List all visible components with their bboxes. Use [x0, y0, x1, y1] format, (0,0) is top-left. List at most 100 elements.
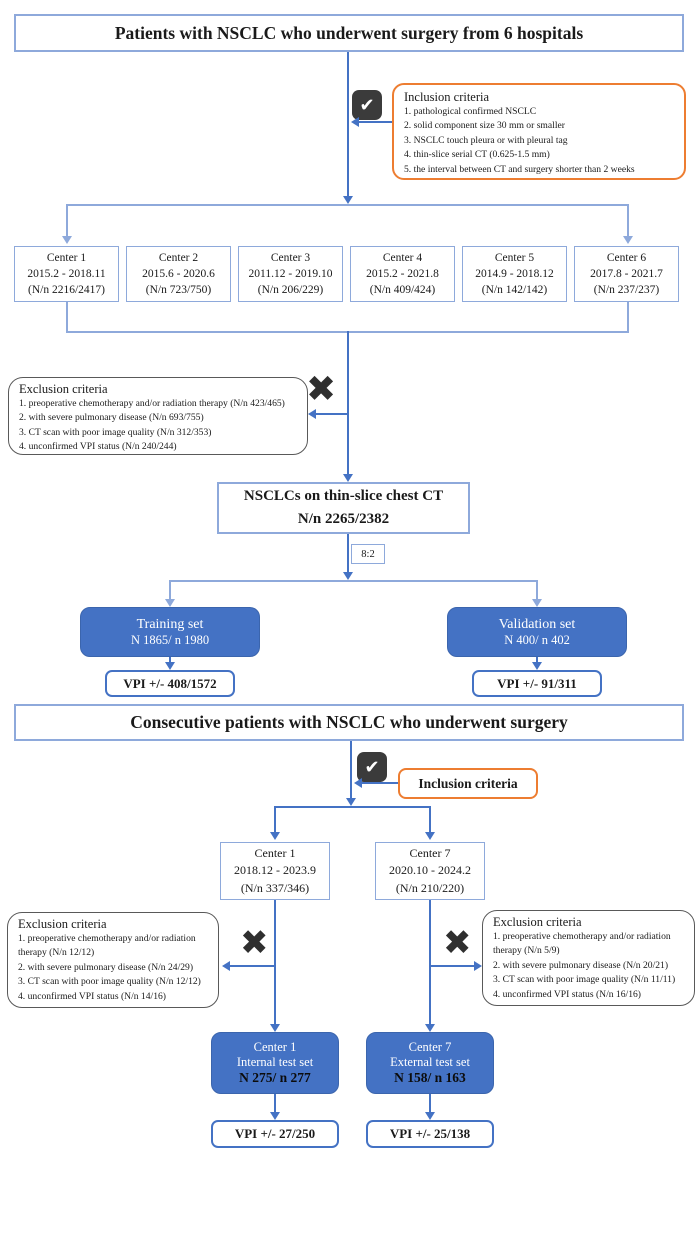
connector-exclusion1 [316, 413, 348, 415]
center-period: 2020.10 - 2024.2 [389, 863, 471, 878]
center-name: Center 2 [158, 251, 199, 264]
arrowhead-inclusion2 [354, 778, 362, 788]
connector-spine1-mid [347, 331, 349, 474]
exclusion1-item: 4. unconfirmed VPI status (N/n 240/244) [19, 441, 177, 453]
exclusion-left-item: 2. with severe pulmonary disease (N/n 24… [18, 961, 194, 973]
center-period: 2011.12 - 2019.10 [248, 267, 333, 280]
center-period: 2015.2 - 2018.11 [27, 267, 106, 280]
exclusion-criteria-box-right: Exclusion criteria 1. preoperative chemo… [482, 910, 695, 1006]
connector-validation-vpi [536, 657, 538, 663]
arrowhead-center6 [623, 236, 633, 244]
connector-drop-center6 [627, 204, 629, 236]
center-7-box-s2: Center 7 2020.10 - 2024.2 (N/n 210/220) [375, 842, 485, 900]
exclusion-right-item: 4. unconfirmed VPI status (N/n 16/16) [493, 988, 641, 1000]
check-glyph: ✔ [359, 94, 375, 116]
connector-drop-center1 [66, 204, 68, 236]
center-period: 2018.12 - 2023.9 [234, 863, 316, 878]
connector-col-right [429, 900, 431, 1024]
internal-line2: Internal test set [236, 1055, 314, 1069]
cross-icon-left: ✖ [240, 926, 269, 960]
exclusion-right-item: 3. CT scan with poor image quality (N/n … [493, 974, 676, 986]
check-glyph: ✔ [364, 756, 380, 778]
inclusion-criteria-box-2: Inclusion criteria [398, 768, 538, 799]
arrowhead-internal [270, 1024, 280, 1032]
inclusion1-item: 5. the interval between CT and surgery s… [404, 163, 635, 175]
connector-train-val-split [169, 580, 537, 582]
check-icon-2: ✔ [357, 752, 387, 782]
center-3-box: Center 3 2011.12 - 2019.10 (N/n 206/229) [238, 246, 343, 302]
internal-test-set-box: Center 1 Internal test set N 275/ n 277 [211, 1032, 339, 1094]
connector-spine1-bottom [347, 534, 349, 572]
center-counts: (N/n 409/424) [369, 284, 436, 297]
internal-line3: N 275/ n 277 [239, 1070, 311, 1085]
arrowhead-spine2-junction [346, 798, 356, 806]
internal-vpi-text: VPI +/- 27/250 [234, 1126, 316, 1141]
nsclc-line2: N/n 2265/2382 [297, 511, 390, 527]
split-ratio-box: 8:2 [351, 544, 385, 564]
inclusion1-item: 2. solid component size 30 mm or smaller [404, 120, 565, 132]
connector-exclusion-right [430, 965, 474, 967]
center-1-box-s2: Center 1 2018.12 - 2023.9 (N/n 337/346) [220, 842, 330, 900]
connector-drop-training [169, 580, 171, 599]
center-counts: (N/n 337/346) [240, 880, 310, 895]
validation-vpi-text: VPI +/- 91/311 [497, 675, 577, 691]
arrowhead-nsclc [343, 474, 353, 482]
arrowhead-internal-vpi [270, 1112, 280, 1120]
training-vpi-box: VPI +/- 408/1572 [105, 670, 235, 697]
arrowhead-exclusion-left [222, 961, 230, 971]
section1-title: Patients with NSCLC who underwent surger… [14, 14, 684, 52]
training-title: Training set [136, 616, 204, 632]
center-name: Center 3 [270, 251, 311, 264]
inclusion1-title: Inclusion criteria [404, 90, 490, 104]
exclusion-left-item: 1. preoperative chemotherapy and/or radi… [18, 933, 196, 959]
center-counts: (N/n 2216/2417) [28, 284, 105, 297]
validation-vpi-box: VPI +/- 91/311 [472, 670, 602, 697]
validation-set-box: Validation set N 400/ n 402 [447, 607, 627, 657]
connector-drop-c1 [274, 806, 276, 832]
exclusion-criteria-box-left: Exclusion criteria 1. preoperative chemo… [7, 912, 219, 1008]
split-ratio-text: 8:2 [361, 548, 375, 560]
connector-spine1-top [347, 52, 349, 196]
cross-glyph: ✖ [240, 923, 269, 963]
check-icon: ✔ [352, 90, 382, 120]
inclusion-criteria-box-1: Inclusion criteria 1. pathological confi… [392, 83, 686, 180]
arrowhead-validation-vpi [532, 662, 542, 670]
connector-merge-left [66, 302, 68, 331]
center-name: Center 4 [382, 251, 423, 264]
exclusion-criteria-box-1: Exclusion criteria 1. preoperative chemo… [8, 377, 308, 455]
arrowhead-training [165, 599, 175, 607]
nsclc-line1: NSCLCs on thin-slice chest CT [243, 487, 444, 504]
connector-inclusion1 [359, 121, 392, 123]
center-6-box: Center 6 2017.8 - 2021.7 (N/n 237/237) [574, 246, 679, 302]
center-counts: (N/n 210/220) [395, 880, 465, 895]
exclusion-left-item: 4. unconfirmed VPI status (N/n 14/16) [18, 990, 166, 1002]
exclusion-left-item: 3. CT scan with poor image quality (N/n … [18, 976, 201, 988]
center-counts: (N/n 237/237) [593, 284, 660, 297]
training-vpi-text: VPI +/- 408/1572 [123, 675, 217, 691]
arrowhead-validation [532, 599, 542, 607]
arrowhead-training-vpi [165, 662, 175, 670]
center-name: Center 6 [606, 251, 647, 264]
center-1-box: Center 1 2015.2 - 2018.11 (N/n 2216/2417… [14, 246, 119, 302]
section1-title-text: Patients with NSCLC who underwent surger… [114, 22, 584, 43]
external-line1: Center 7 [408, 1040, 452, 1054]
center-counts: (N/n 142/142) [481, 284, 548, 297]
center-name: Center 5 [494, 251, 535, 264]
nsclc-cohort-box: NSCLCs on thin-slice chest CT N/n 2265/2… [217, 482, 470, 534]
connector-drop-validation [536, 580, 538, 599]
connector-merge-right [627, 302, 629, 331]
center-name: Center 7 [409, 846, 451, 861]
connector-external-vpi [429, 1094, 431, 1112]
arrowhead-c1 [270, 832, 280, 840]
training-counts: N 1865/ n 1980 [130, 632, 210, 647]
arrowhead-exclusion-right [474, 961, 482, 971]
inclusion2-label: Inclusion criteria [418, 775, 518, 791]
center-period: 2015.6 - 2020.6 [142, 267, 215, 280]
center-name: Center 1 [254, 846, 296, 861]
arrowhead-split-ratio [343, 572, 353, 580]
arrowhead-center1 [62, 236, 72, 244]
connector-exclusion-left [230, 965, 275, 967]
internal-vpi-box: VPI +/- 27/250 [211, 1120, 339, 1148]
connector-spine2 [350, 741, 352, 798]
